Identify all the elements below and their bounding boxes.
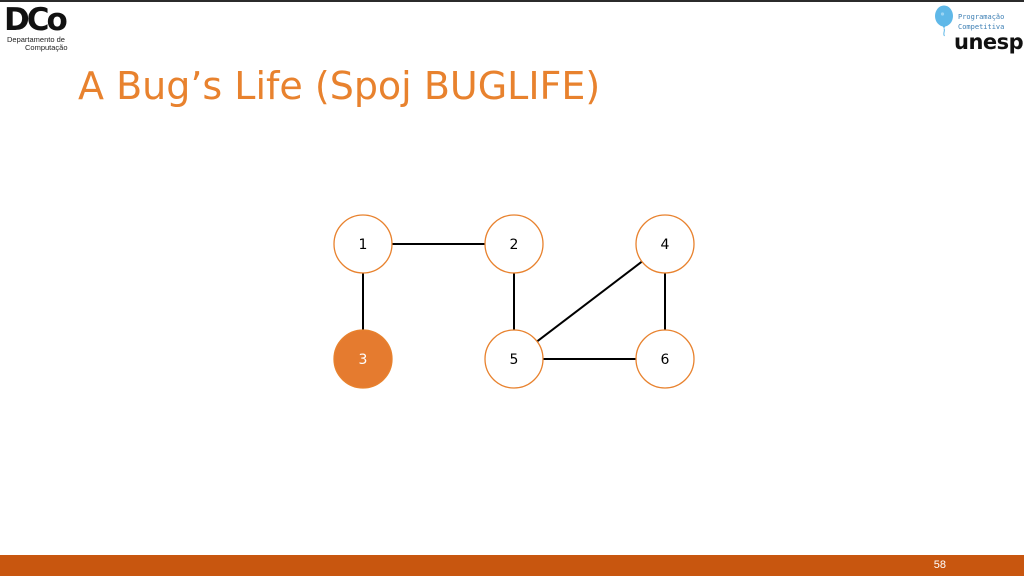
node-circle-5 bbox=[484, 329, 544, 389]
slide-title: A Bug’s Life (Spoj BUGLIFE) bbox=[78, 64, 601, 108]
node-circle-1 bbox=[333, 214, 393, 274]
edge-5-4 bbox=[536, 260, 643, 343]
node-6: 6 bbox=[635, 329, 695, 389]
node-2: 2 bbox=[484, 214, 544, 274]
slide-number: 58 bbox=[933, 559, 946, 571]
pc-logo-line1: Programação bbox=[958, 13, 1005, 21]
programacao-competitiva-logo: Programação Competitiva unesp bbox=[934, 5, 1024, 55]
dco-logo-line1: Departamento de bbox=[7, 35, 65, 44]
dco-logo-caption: Departamento de Computação bbox=[7, 36, 77, 52]
dco-logo: DCo Departamento de Computação bbox=[4, 5, 78, 53]
top-rule bbox=[0, 0, 1024, 2]
node-circle-2 bbox=[484, 214, 544, 274]
node-label-1: 1 bbox=[359, 237, 368, 253]
node-label-6: 6 bbox=[661, 352, 670, 368]
node-circle-6 bbox=[635, 329, 695, 389]
node-3: 3 bbox=[333, 329, 393, 389]
node-circle-4 bbox=[635, 214, 695, 274]
dco-logo-mark: DCo bbox=[4, 2, 68, 38]
node-label-3: 3 bbox=[359, 352, 368, 368]
unesp-wordmark: unesp bbox=[954, 30, 1024, 54]
node-label-4: 4 bbox=[661, 237, 670, 253]
node-4: 4 bbox=[635, 214, 695, 274]
dco-logo-line2: Computação bbox=[25, 43, 68, 52]
node-label-5: 5 bbox=[510, 352, 519, 368]
node-label-2: 2 bbox=[510, 237, 519, 253]
graph-edges bbox=[362, 243, 666, 360]
pc-logo-line2: Competitiva bbox=[958, 23, 1005, 31]
node-5: 5 bbox=[484, 329, 544, 389]
node-1: 1 bbox=[333, 214, 393, 274]
graph-nodes: 1 2 4 3 5 6 bbox=[333, 214, 695, 389]
balloon-icon bbox=[935, 5, 953, 37]
pc-logo-text: Programação Competitiva bbox=[958, 12, 1004, 32]
node-circle-3 bbox=[333, 329, 393, 389]
footer-bar: 58 bbox=[0, 555, 1024, 576]
